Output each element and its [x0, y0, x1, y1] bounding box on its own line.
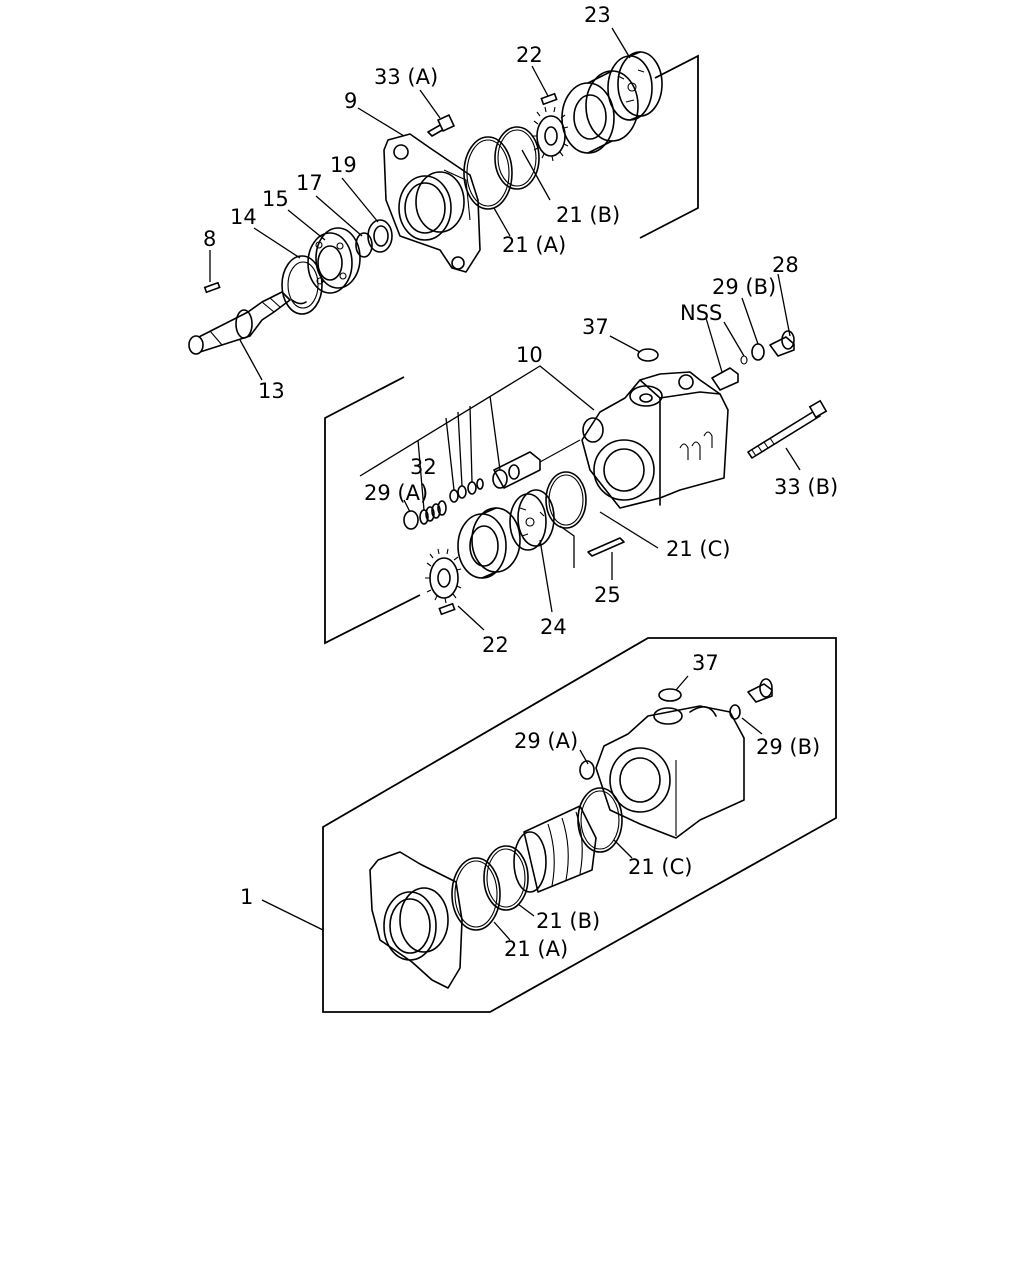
pin-25 — [587, 537, 625, 557]
bolt-33a — [427, 113, 456, 137]
callout-9: 9 — [344, 89, 357, 113]
snap-ring-17 — [355, 232, 373, 258]
callout-nss: NSS — [680, 301, 722, 325]
callout-25: 25 — [594, 583, 621, 607]
callout-13: 13 — [258, 379, 285, 403]
valve-spool — [492, 439, 581, 489]
pump-body-10 — [581, 371, 729, 509]
callout-22-top: 22 — [516, 43, 543, 67]
callout-37-bottom: 37 — [692, 651, 719, 675]
callout-14: 14 — [230, 205, 257, 229]
o-ring-29a-mid — [403, 510, 419, 530]
callout-28: 28 — [772, 253, 799, 277]
o-ring-21c-bottom — [577, 787, 623, 853]
callout-29b-mid: 29 (B) — [712, 275, 776, 299]
front-housing-9 — [383, 133, 481, 273]
callout-8: 8 — [203, 227, 216, 251]
retaining-ring-14 — [281, 255, 323, 315]
plug-28 — [769, 330, 795, 357]
assembly-1-rear-body — [595, 705, 745, 839]
valve-small-parts — [449, 478, 484, 503]
callout-23: 23 — [584, 3, 611, 27]
callout-21b-bottom: 21 (B) — [536, 909, 600, 933]
o-ring-21c-mid — [545, 471, 587, 529]
callout-29a-mid: 29 (A) — [364, 481, 428, 505]
callout-19: 19 — [330, 153, 357, 177]
leader-lines — [209, 27, 801, 941]
callout-21a-top: 21 (A) — [502, 233, 566, 257]
callout-21b-top: 21 (B) — [556, 203, 620, 227]
seal-19 — [367, 219, 393, 253]
callout-22-mid: 22 — [482, 633, 509, 657]
o-ring-21b-top — [494, 126, 540, 190]
callout-32: 32 — [410, 455, 437, 479]
key-22-mid — [438, 602, 456, 616]
plug-bottom — [747, 678, 773, 703]
o-ring-29a-bottom — [579, 760, 595, 780]
o-ring-21b-bottom — [483, 845, 529, 911]
plate-23 — [607, 51, 663, 121]
callout-29b-bottom: 29 (B) — [756, 735, 820, 759]
callout-37-mid: 37 — [582, 315, 609, 339]
callout-33b: 33 (B) — [774, 475, 838, 499]
bearing-15 — [307, 227, 361, 294]
nss-fitting — [711, 355, 748, 391]
assembly-1-front-housing — [369, 851, 463, 989]
cartridge-bottom — [513, 805, 597, 893]
key-8 — [203, 281, 221, 294]
callout-10: 10 — [516, 343, 543, 367]
middle-group-bracket — [324, 376, 421, 645]
o-ring-21a-bottom — [451, 857, 501, 931]
o-ring-37-bottom — [658, 688, 682, 702]
o-ring-37-mid — [637, 348, 659, 362]
callout-1: 1 — [240, 885, 253, 909]
callout-15: 15 — [262, 187, 289, 211]
key-22-top — [540, 92, 558, 106]
callout-29a-bottom: 29 (A) — [514, 729, 578, 753]
shaft-13 — [188, 291, 291, 355]
cam-ring-top — [561, 70, 639, 154]
bolt-33b — [747, 399, 828, 459]
callout-17: 17 — [296, 171, 323, 195]
o-ring-21a-top — [463, 136, 513, 210]
callout-21a-bottom: 21 (A) — [504, 937, 568, 961]
callout-21c-mid: 21 (C) — [666, 537, 730, 561]
gear-22-mid — [425, 548, 462, 604]
o-ring-29b-mid — [751, 343, 765, 361]
gear-22-top — [532, 106, 569, 162]
upper-group-bracket — [639, 54, 699, 239]
callout-21c-bottom: 21 (C) — [628, 855, 692, 879]
plate-24 — [509, 489, 555, 551]
o-ring-29b-bottom — [729, 704, 741, 720]
assembly-1-frame — [322, 637, 837, 1013]
callout-33a: 33 (A) — [374, 65, 438, 89]
callout-24: 24 — [540, 615, 567, 639]
cam-ring-mid — [457, 507, 521, 579]
